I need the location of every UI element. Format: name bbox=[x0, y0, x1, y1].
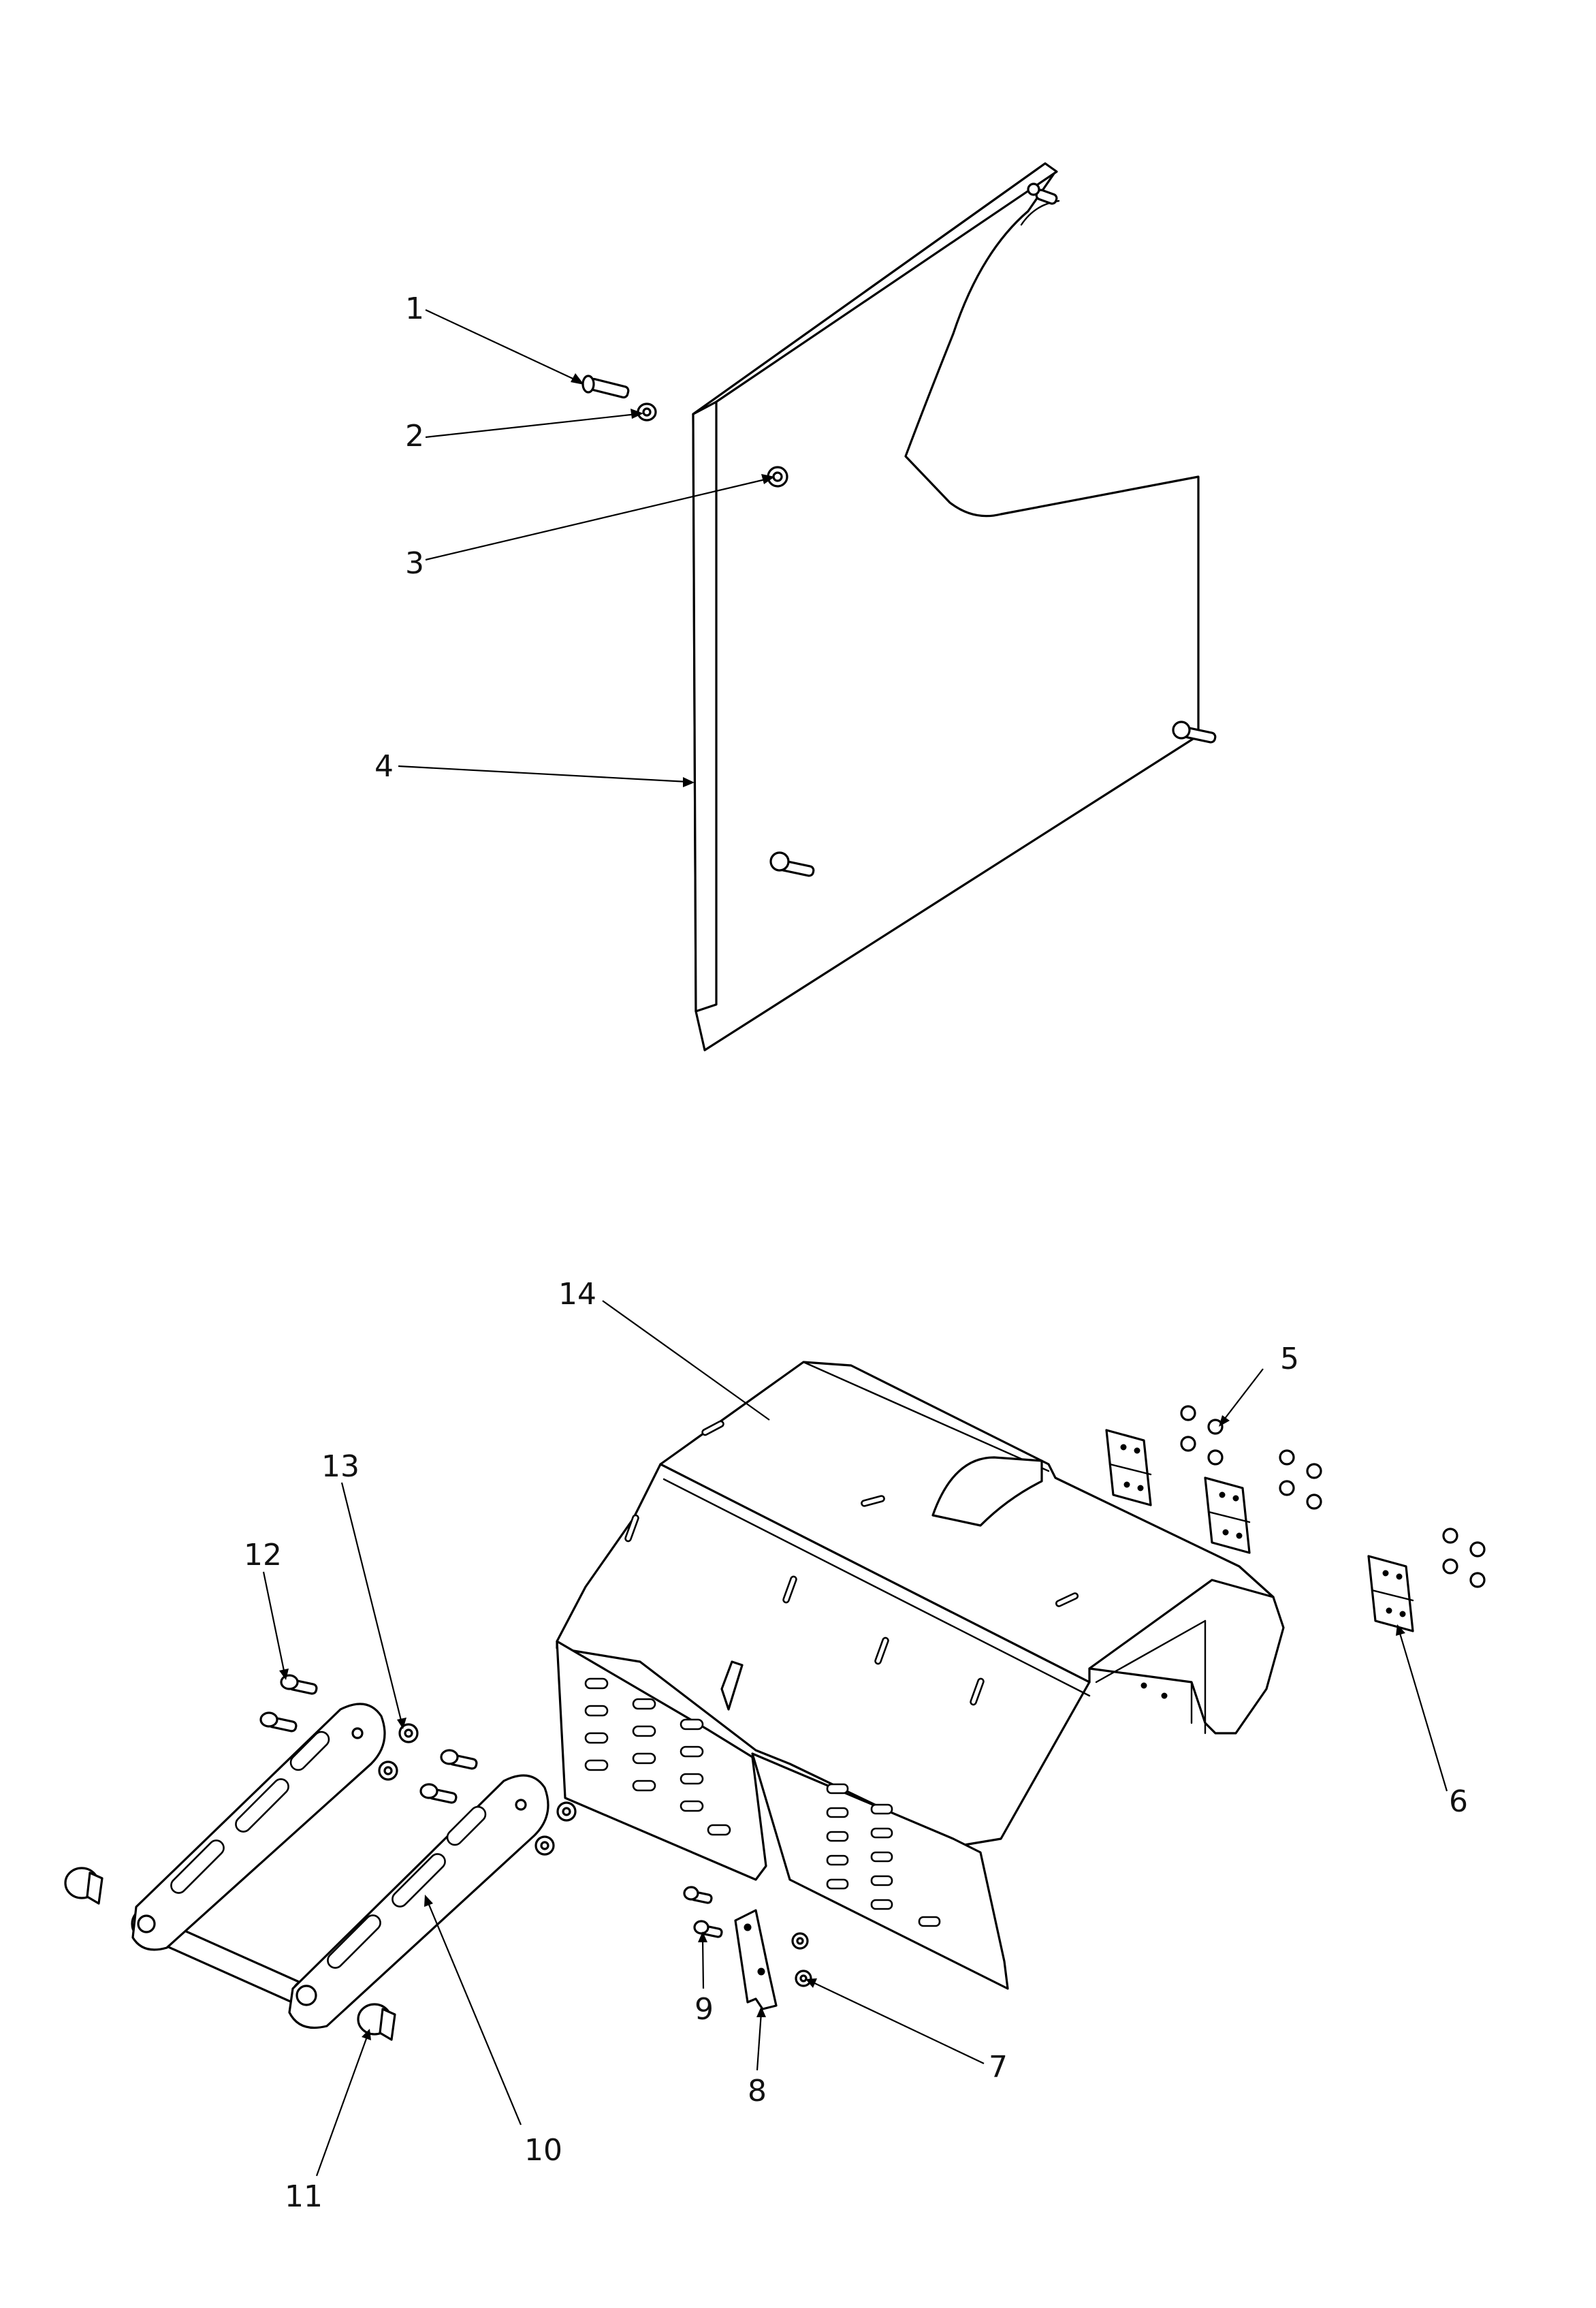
cover-slots bbox=[624, 1420, 1079, 1706]
callout-13: 13 bbox=[321, 1449, 360, 1484]
top-pin bbox=[1027, 183, 1058, 205]
callout-6: 6 bbox=[1449, 1784, 1468, 1819]
callout-5: 5 bbox=[1280, 1342, 1299, 1376]
hinges bbox=[1105, 1429, 1414, 1632]
side-panel-assembly bbox=[581, 162, 1217, 1052]
callout-12: 12 bbox=[244, 1538, 282, 1572]
end-caps-11 bbox=[64, 1867, 396, 2041]
callout-labels: 1 2 3 4 5 6 7 8 9 10 11 12 13 14 bbox=[244, 291, 1468, 2214]
nuts-7 bbox=[791, 1932, 812, 1987]
bolts-9 bbox=[683, 1886, 723, 1938]
arm-slots bbox=[170, 1730, 487, 1969]
side-panel bbox=[692, 162, 1200, 1052]
washer-2 bbox=[637, 402, 657, 422]
hinge-1 bbox=[1105, 1429, 1152, 1506]
cover-right-side bbox=[751, 1752, 1009, 1990]
panel-top-flange bbox=[692, 162, 1058, 415]
callout-10: 10 bbox=[524, 2133, 562, 2168]
nuts-5 bbox=[1180, 1405, 1486, 1588]
leader-lines bbox=[262, 309, 1448, 2177]
cover-front-face bbox=[556, 1463, 1091, 1847]
right-pin bbox=[1172, 721, 1217, 744]
hinge-2 bbox=[1204, 1476, 1251, 1554]
handle-frame bbox=[64, 1674, 577, 2041]
cover-opening bbox=[931, 1456, 1043, 1527]
callout-3: 3 bbox=[405, 546, 424, 581]
callout-7: 7 bbox=[989, 2050, 1008, 2085]
right-arm bbox=[288, 1774, 549, 2029]
cover-left-side bbox=[556, 1640, 767, 1881]
callout-14: 14 bbox=[558, 1277, 596, 1312]
cover-right-wing bbox=[1088, 1579, 1285, 1735]
left-arm bbox=[131, 1703, 386, 1951]
bracket-8 bbox=[734, 1909, 778, 2010]
nuts-13 bbox=[378, 1723, 577, 1856]
panel-bushing bbox=[767, 466, 788, 488]
callout-2: 2 bbox=[405, 419, 424, 454]
left-side-slots bbox=[584, 1677, 731, 1836]
cover-assembly bbox=[556, 1361, 1285, 1990]
hinge-3 bbox=[1367, 1555, 1414, 1632]
bracket-group bbox=[683, 1886, 812, 2010]
callout-4: 4 bbox=[374, 749, 394, 784]
bottom-pin bbox=[769, 851, 815, 877]
callout-11: 11 bbox=[285, 2179, 323, 2214]
right-side-slots bbox=[826, 1783, 941, 1927]
callout-9: 9 bbox=[695, 1992, 714, 2027]
callout-8: 8 bbox=[748, 2074, 767, 2108]
callout-1: 1 bbox=[405, 291, 424, 326]
bolt-1 bbox=[581, 375, 630, 399]
bolts-12 bbox=[259, 1674, 478, 1804]
